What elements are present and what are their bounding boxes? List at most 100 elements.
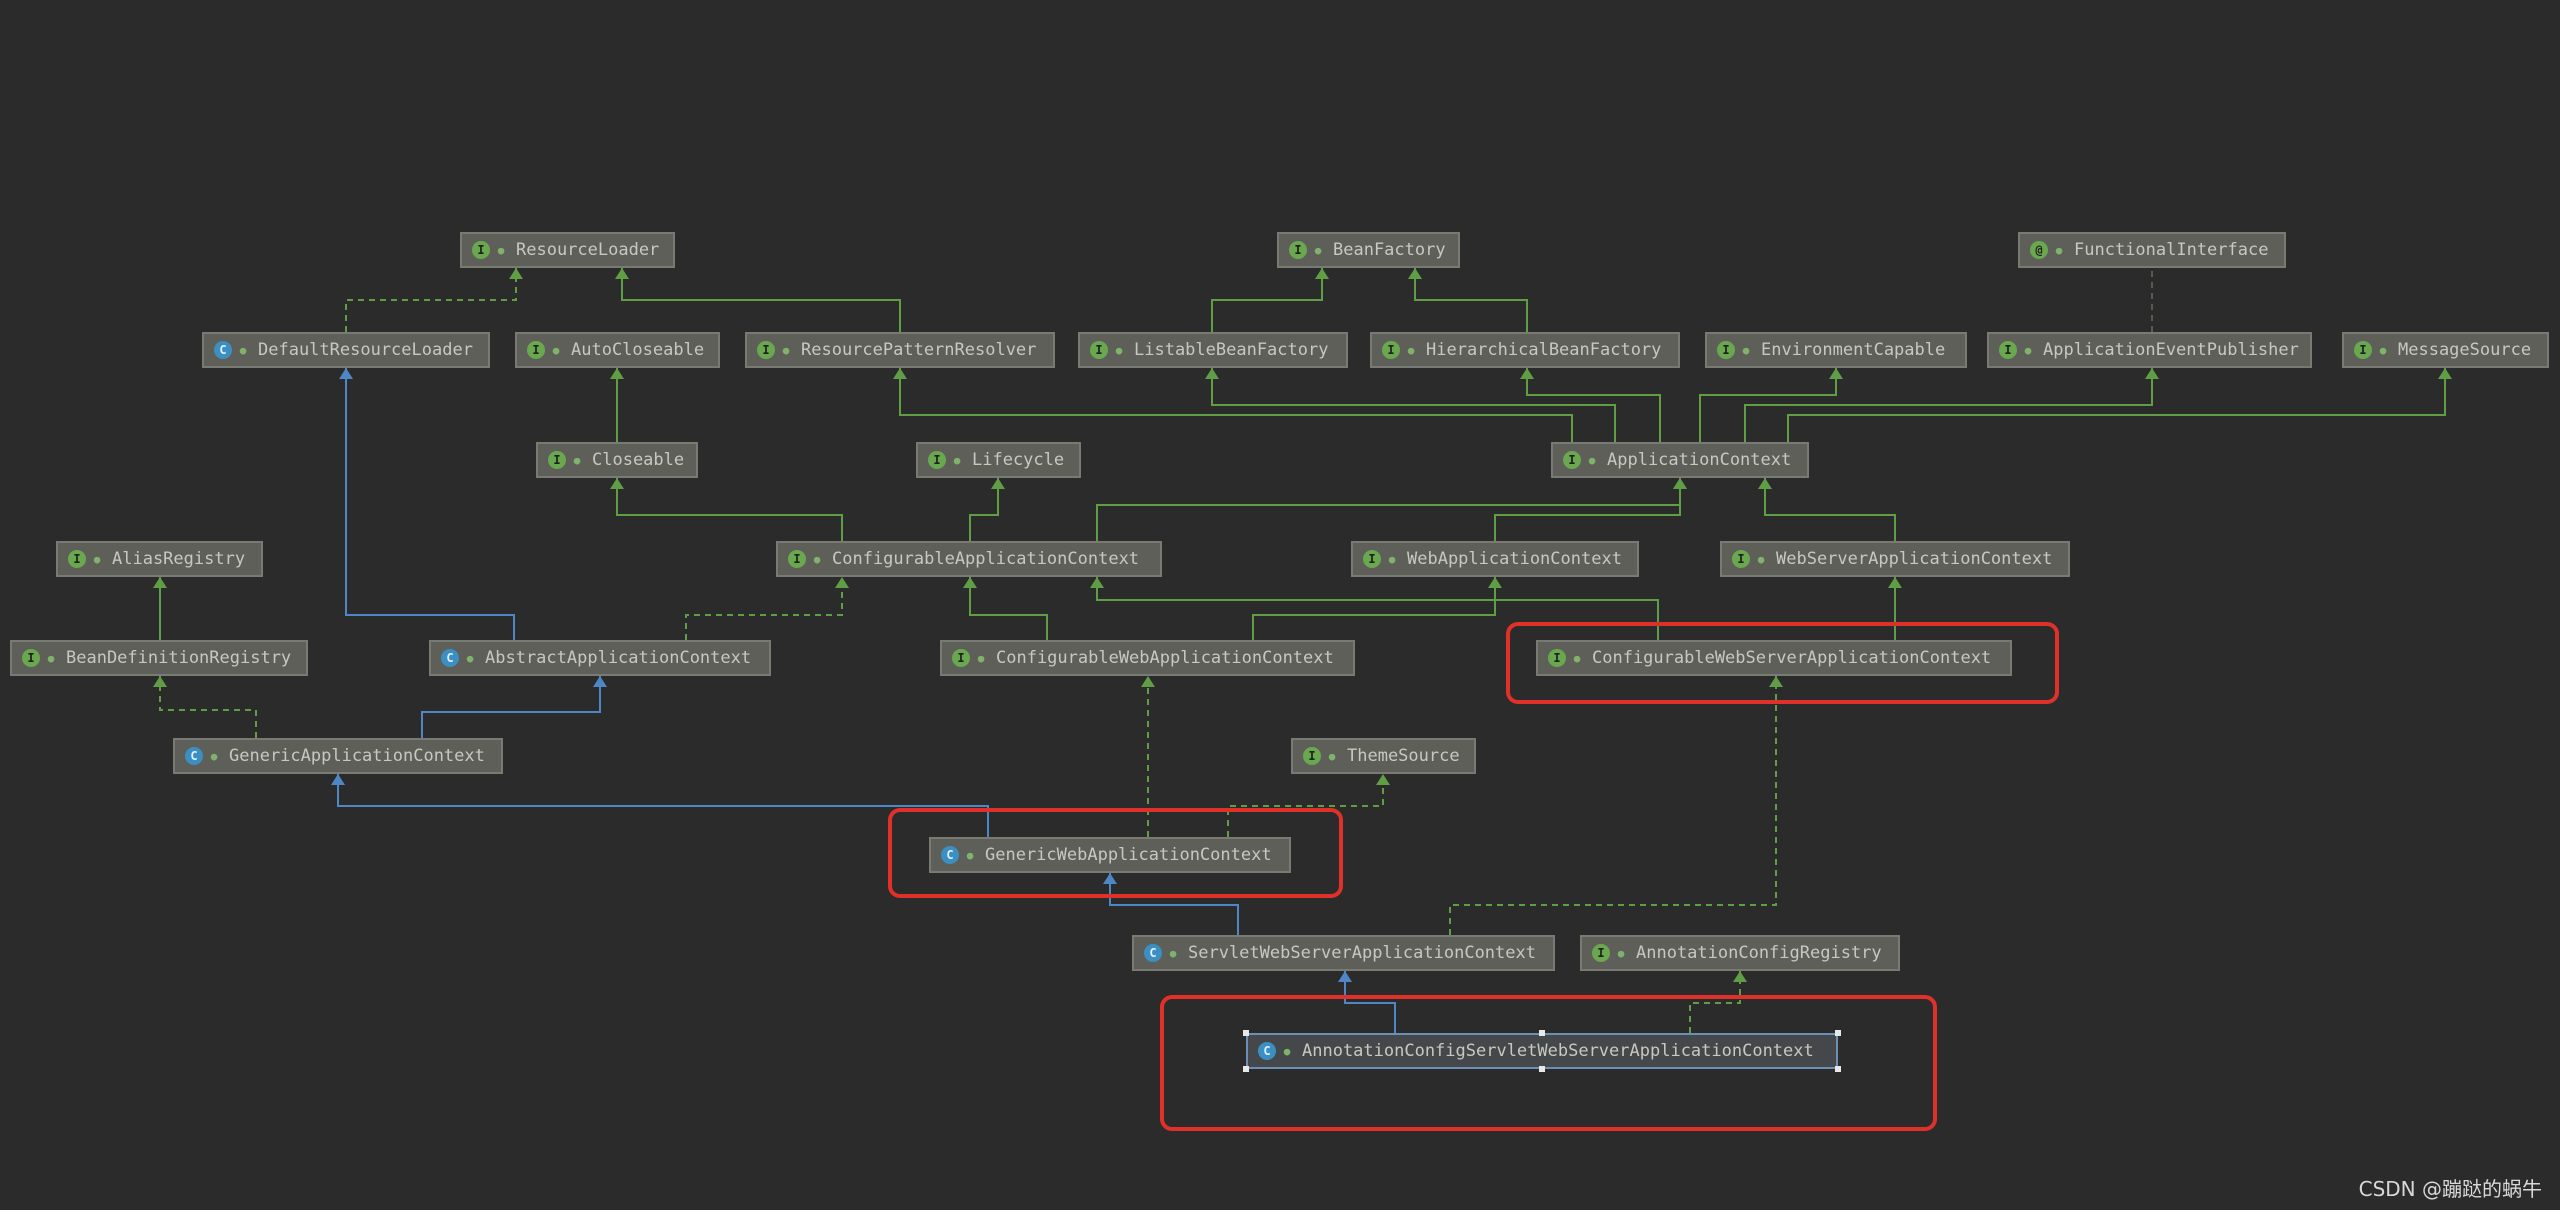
- edge-inherits: [337, 774, 989, 837]
- arrowhead: [963, 577, 977, 588]
- node-label: BeanDefinitionRegistry: [66, 648, 292, 668]
- edge-extends: [899, 368, 1573, 442]
- selection-handle[interactable]: [1835, 1030, 1841, 1036]
- visibility-icon: ●: [573, 453, 581, 467]
- node-label: EnvironmentCapable: [1761, 340, 1946, 360]
- interface-icon: I: [757, 341, 775, 359]
- arrowhead: [339, 368, 353, 379]
- node-label: AbstractApplicationContext: [485, 648, 752, 668]
- node-functional-interface[interactable]: @●FunctionalInterface: [2018, 232, 2286, 268]
- node-bean-definition-registry[interactable]: I●BeanDefinitionRegistry: [10, 640, 308, 676]
- edge-extends: [1096, 478, 1681, 541]
- class-icon: C: [185, 747, 203, 765]
- class-icon: C: [441, 649, 459, 667]
- node-label: ResourcePatternResolver: [801, 340, 1037, 360]
- node-web-server-application-context[interactable]: I●WebServerApplicationContext: [1720, 541, 2070, 577]
- edge-extends: [1494, 478, 1681, 541]
- node-label: ServletWebServerApplicationContext: [1188, 943, 1536, 963]
- arrowhead: [1520, 368, 1534, 379]
- selection-handle[interactable]: [1835, 1066, 1841, 1072]
- node-theme-source[interactable]: I●ThemeSource: [1291, 738, 1476, 774]
- arrowhead: [1673, 478, 1687, 489]
- interface-icon: I: [1303, 747, 1321, 765]
- visibility-icon: ●: [1588, 453, 1596, 467]
- node-generic-web-application-context[interactable]: C●GenericWebApplicationContext: [929, 837, 1291, 873]
- arrowhead: [615, 268, 629, 279]
- node-configurable-application-context[interactable]: I●ConfigurableApplicationContext: [776, 541, 1162, 577]
- visibility-icon: ●: [2379, 343, 2387, 357]
- arrowhead: [893, 368, 907, 379]
- node-servlet-web-server-application-context[interactable]: C●ServletWebServerApplicationContext: [1132, 935, 1555, 971]
- visibility-icon: ●: [1328, 749, 1336, 763]
- node-application-context[interactable]: I●ApplicationContext: [1551, 442, 1809, 478]
- node-configurable-web-application-context[interactable]: I●ConfigurableWebApplicationContext: [940, 640, 1355, 676]
- node-lifecycle[interactable]: I●Lifecycle: [916, 442, 1081, 478]
- edge-extends: [1526, 368, 1661, 442]
- selection-handle[interactable]: [1539, 1030, 1545, 1036]
- node-application-event-publisher[interactable]: I●ApplicationEventPublisher: [1987, 332, 2312, 368]
- edge-extends: [1787, 368, 2446, 442]
- arrowhead: [509, 268, 523, 279]
- class-icon: C: [214, 341, 232, 359]
- arrowhead: [610, 368, 624, 379]
- arrowhead: [2145, 368, 2159, 379]
- node-annotation-config-registry[interactable]: I ● AnnotationConfigRegistry: [1580, 935, 1900, 971]
- arrowhead: [1733, 971, 1747, 982]
- node-label: ApplicationEventPublisher: [2043, 340, 2299, 360]
- node-label: ConfigurableWebServerApplicationContext: [1592, 648, 1992, 668]
- node-listable-bean-factory[interactable]: I●ListableBeanFactory: [1078, 332, 1348, 368]
- node-alias-registry[interactable]: I●AliasRegistry: [56, 541, 263, 577]
- visibility-icon: ●: [1314, 243, 1322, 257]
- node-message-source[interactable]: I●MessageSource: [2342, 332, 2549, 368]
- arrowhead: [1338, 971, 1352, 982]
- visibility-icon: ●: [1617, 946, 1625, 960]
- arrowhead: [593, 676, 607, 687]
- visibility-icon: ●: [1407, 343, 1415, 357]
- node-label: MessageSource: [2398, 340, 2532, 360]
- node-abstract-application-context[interactable]: C●AbstractApplicationContext: [429, 640, 771, 676]
- visibility-icon: ●: [782, 343, 790, 357]
- edge-extends: [1414, 268, 1528, 332]
- visibility-icon: ●: [966, 848, 974, 862]
- node-configurable-web-server-application-context[interactable]: I●ConfigurableWebServerApplicationContex…: [1536, 640, 2012, 676]
- selection-handle[interactable]: [1243, 1066, 1249, 1072]
- node-generic-application-context[interactable]: C●GenericApplicationContext: [173, 738, 503, 774]
- node-closeable[interactable]: I●Closeable: [536, 442, 698, 478]
- edge-implements: [159, 676, 257, 738]
- edge-inherits: [345, 368, 515, 640]
- watermark: CSDN @蹦跶的蜗牛: [2358, 1177, 2542, 1201]
- selection-handle[interactable]: [1539, 1066, 1545, 1072]
- annotation-icon: @: [2030, 241, 2048, 259]
- node-label: ConfigurableApplicationContext: [832, 549, 1140, 569]
- node-auto-closeable[interactable]: I●AutoCloseable: [515, 332, 720, 368]
- arrowhead: [153, 577, 167, 588]
- visibility-icon: ●: [1388, 552, 1396, 566]
- visibility-icon: ●: [813, 552, 821, 566]
- visibility-icon: ●: [1742, 343, 1750, 357]
- node-bean-factory[interactable]: I●BeanFactory: [1277, 232, 1460, 268]
- selection-handle[interactable]: [1243, 1030, 1249, 1036]
- interface-icon: I: [1289, 241, 1307, 259]
- node-hierarchical-bean-factory[interactable]: I●HierarchicalBeanFactory: [1370, 332, 1680, 368]
- arrowhead: [1488, 577, 1502, 588]
- class-icon: C: [1258, 1042, 1276, 1060]
- interface-icon: I: [1592, 944, 1610, 962]
- node-resource-loader[interactable]: I●ResourceLoader: [460, 232, 675, 268]
- node-web-application-context[interactable]: I●WebApplicationContext: [1351, 541, 1639, 577]
- interface-icon: I: [952, 649, 970, 667]
- interface-icon: I: [1382, 341, 1400, 359]
- interface-icon: I: [548, 451, 566, 469]
- node-default-resource-loader[interactable]: C●DefaultResourceLoader: [202, 332, 490, 368]
- node-environment-capable[interactable]: I●EnvironmentCapable: [1705, 332, 1967, 368]
- arrowhead: [331, 774, 345, 785]
- interface-icon: I: [527, 341, 545, 359]
- highlight-box: [1160, 995, 1937, 1131]
- edge-inherits: [421, 676, 601, 738]
- node-label: AutoCloseable: [571, 340, 705, 360]
- node-label: AnnotationConfigRegistry: [1636, 943, 1882, 963]
- node-resource-pattern-resolver[interactable]: I ● ResourcePatternResolver: [745, 332, 1055, 368]
- arrowhead: [1315, 268, 1329, 279]
- node-label: AnnotationConfigServletWebServerApplicat…: [1302, 1041, 1814, 1061]
